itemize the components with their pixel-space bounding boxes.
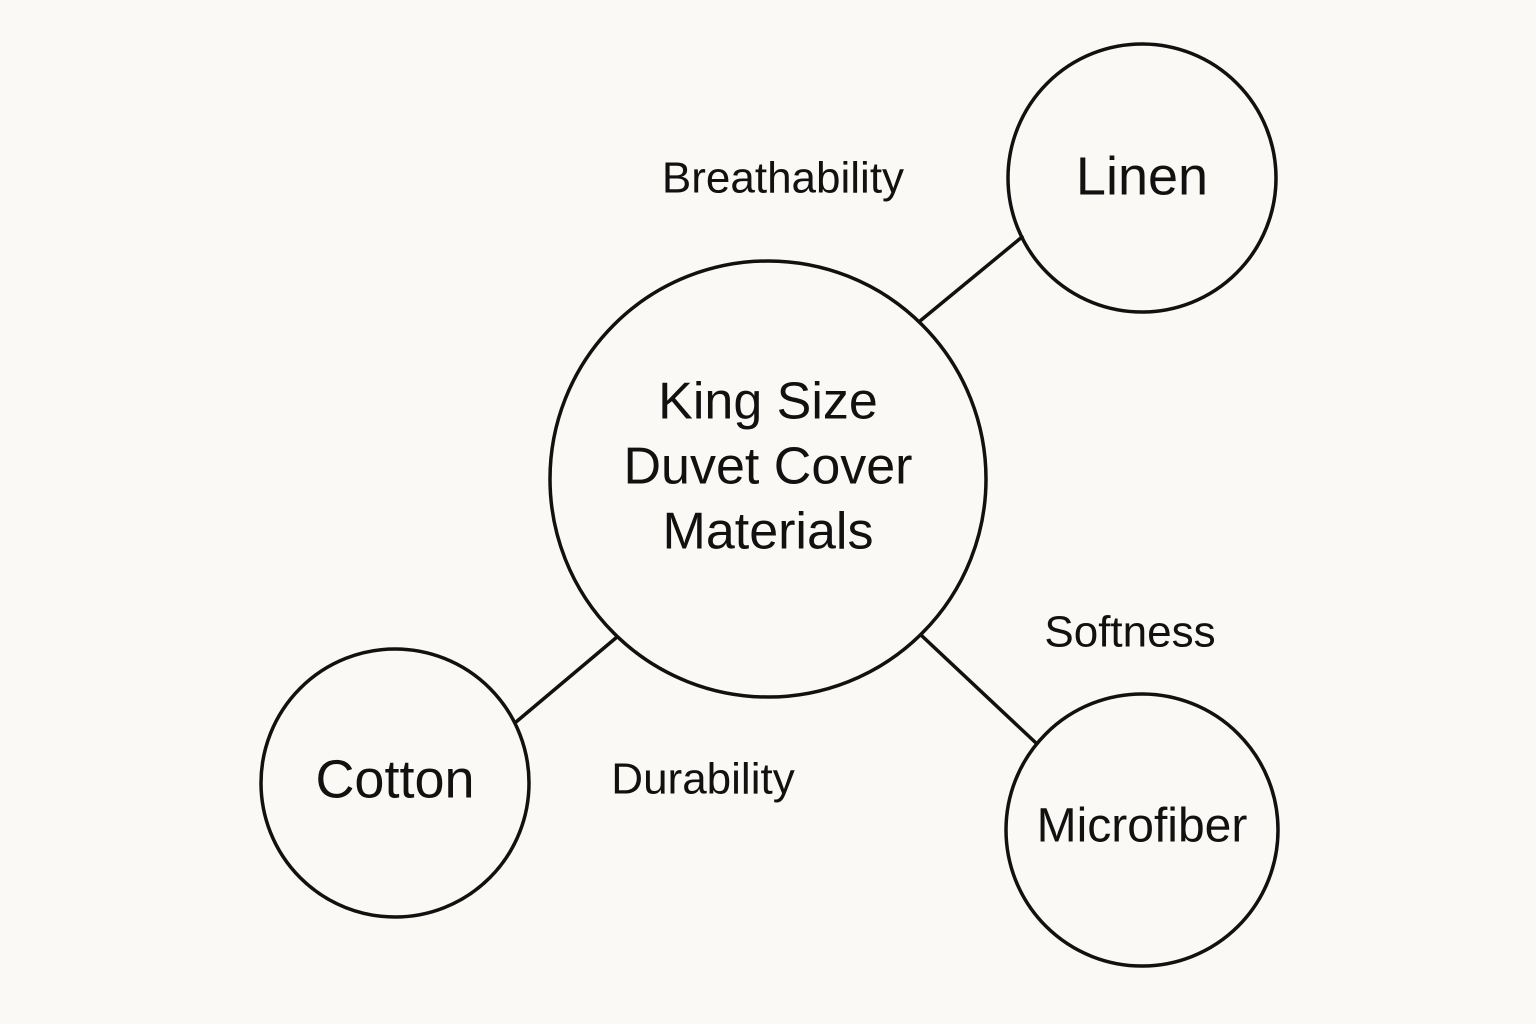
- center-title-line-2: Duvet Cover: [624, 438, 913, 496]
- center-node: King Size Duvet Cover Materials: [548, 259, 988, 699]
- linen-label: Linen: [1076, 146, 1208, 206]
- softness-label: Softness: [1044, 608, 1215, 657]
- cotton-node: Cotton: [259, 647, 531, 919]
- connector-center-cotton: [514, 635, 619, 724]
- cotton-label: Cotton: [315, 749, 474, 809]
- breathability-label: Breathability: [662, 154, 904, 203]
- durability-label: Durability: [611, 755, 794, 804]
- center-title-line-3: Materials: [663, 503, 874, 561]
- connector-center-microfiber: [920, 634, 1038, 745]
- linen-node-circle: [1006, 42, 1278, 314]
- center-title-line-1: King Size: [658, 373, 878, 431]
- microfiber-node-circle: [1004, 692, 1280, 968]
- cotton-node-circle: [259, 647, 531, 919]
- center-node-circle: [548, 259, 988, 699]
- connector-center-linen: [918, 235, 1024, 323]
- microfiber-node: Microfiber: [1004, 692, 1280, 968]
- microfiber-label: Microfiber: [1037, 800, 1248, 853]
- linen-node: Linen: [1006, 42, 1278, 314]
